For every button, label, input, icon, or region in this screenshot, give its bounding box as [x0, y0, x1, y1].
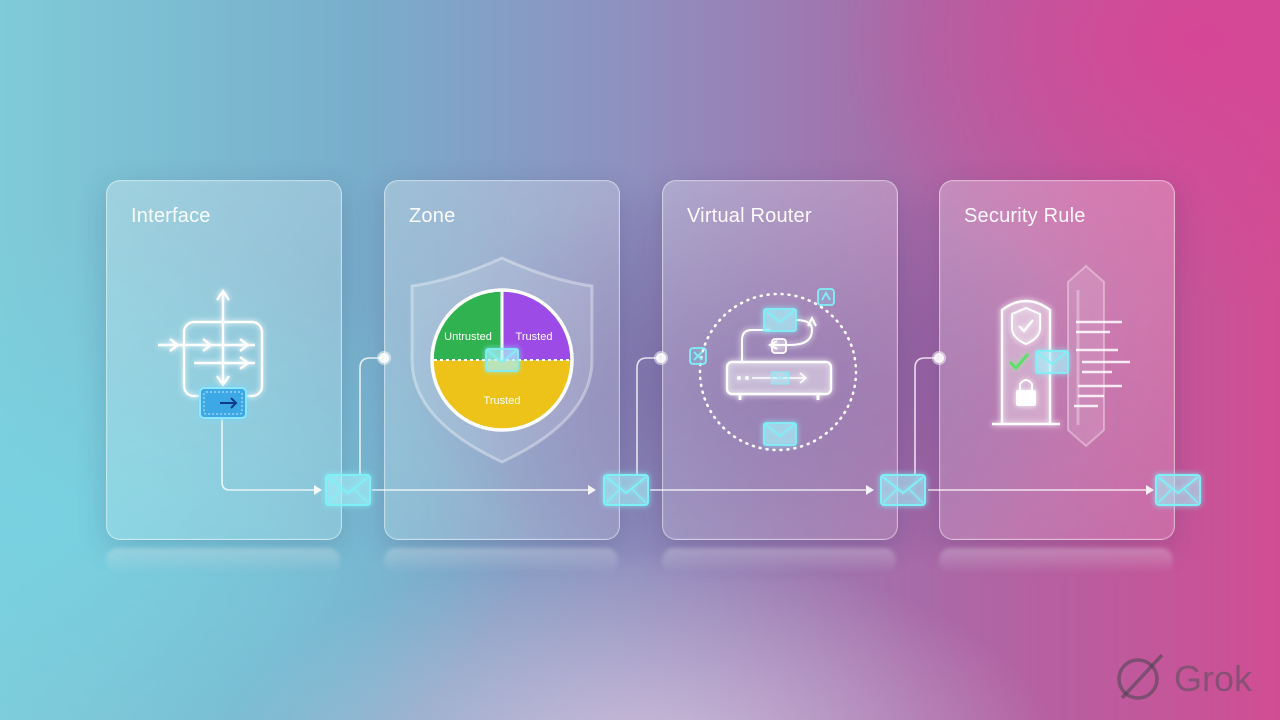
zone-label-untrusted: Untrusted: [444, 331, 492, 343]
router-orbit: [698, 292, 858, 452]
card-title: Interface: [131, 205, 211, 227]
card-title: Zone: [409, 205, 456, 227]
card-reflection: [939, 548, 1173, 574]
card-title: Virtual Router: [687, 205, 812, 227]
interface-icon: [158, 288, 264, 398]
connector-nodes: [377, 351, 946, 365]
card-reflection: [384, 548, 618, 574]
card-reflection: [106, 548, 340, 574]
envelope-icon: [763, 308, 797, 332]
envelope-icon: [880, 474, 926, 506]
envelope-icon: [763, 422, 797, 446]
rule-list-lines: [1074, 320, 1130, 408]
security-panel-icon: [992, 299, 1060, 426]
security-pillar-icon: [1067, 264, 1105, 448]
arrow-heads: [314, 485, 1154, 495]
envelope-icon: [485, 348, 519, 372]
envelope-icon: [1155, 474, 1201, 506]
zone-slice-trusted: [502, 290, 572, 360]
brand-watermark: Grok: [1174, 658, 1252, 700]
zone-label-trusted-bottom: Trusted: [484, 395, 521, 407]
envelope-icon: [770, 371, 790, 385]
envelope-icon: [325, 474, 371, 506]
zone-slice-trusted-bottom: [432, 360, 572, 430]
grok-logo-icon: [1117, 653, 1164, 700]
envelope-icon: [603, 474, 649, 506]
interface-port-icon: [199, 387, 247, 419]
flow-line: [221, 357, 1146, 491]
card-title: Security Rule: [964, 205, 1086, 227]
brand-name: Grok: [1174, 658, 1253, 699]
zone-labels: Untrusted Trusted Trusted: [444, 331, 552, 407]
zone-slice-untrusted: [432, 290, 502, 360]
card-reflection: [662, 548, 896, 574]
route-badge-icon: [689, 288, 835, 365]
envelope-icon: [1035, 350, 1069, 374]
zone-label-trusted: Trusted: [516, 331, 553, 343]
